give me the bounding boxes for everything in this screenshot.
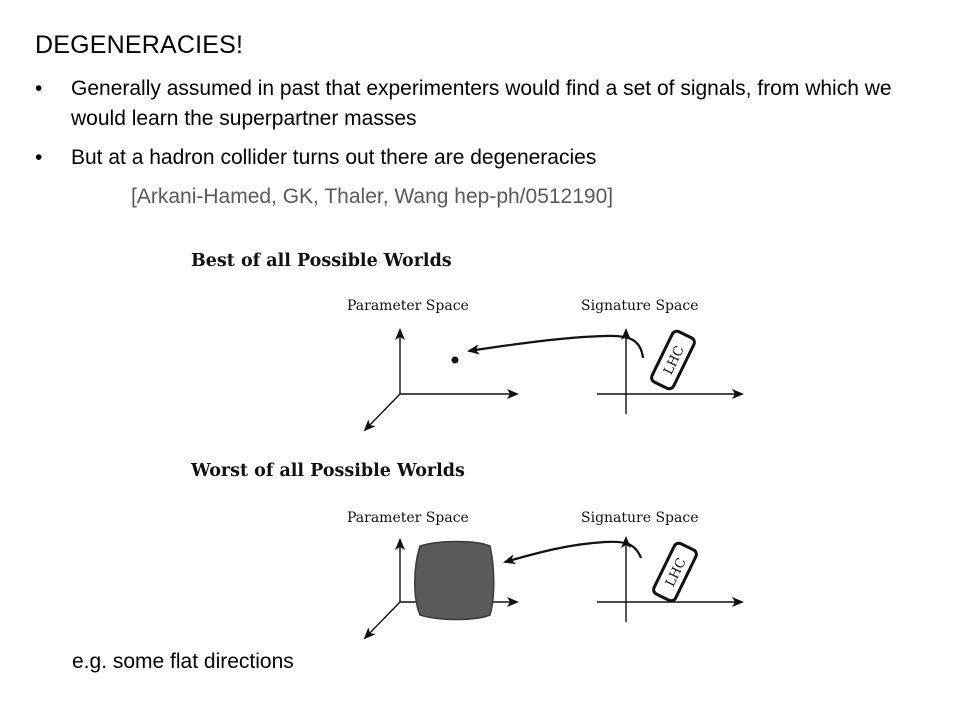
bullet-item: • Generally assumed in past that experim… xyxy=(35,74,935,134)
worst-mapping-arrow xyxy=(503,540,643,565)
best-mapping-arrow xyxy=(467,334,645,359)
best-parameter-axes xyxy=(363,328,519,432)
bullet-text: But at a hadron collider turns out there… xyxy=(71,146,597,169)
bullet-item: • But at a hadron collider turns out the… xyxy=(35,143,935,173)
best-parameter-space-label: Parameter Space xyxy=(347,298,469,314)
parameter-point xyxy=(451,356,459,364)
bullet-text: Generally assumed in past that experimen… xyxy=(71,77,892,130)
worst-signature-space-label: Signature Space xyxy=(581,510,699,526)
slide-title: DEGENERACIES! xyxy=(35,31,244,59)
bullet-marker: • xyxy=(35,146,43,169)
worst-world-heading: Worst of all Possible Worlds xyxy=(190,461,465,481)
parameter-region-blob xyxy=(414,540,495,621)
worst-parameter-space-label: Parameter Space xyxy=(347,510,469,526)
bullet-list: • Generally assumed in past that experim… xyxy=(35,74,935,182)
degeneracy-figure: Best of all Possible Worlds Parameter Sp… xyxy=(185,238,765,650)
citation: [Arkani-Hamed, GK, Thaler, Wang hep-ph/0… xyxy=(131,185,614,208)
best-world-heading: Best of all Possible Worlds xyxy=(191,251,452,271)
best-signature-axes xyxy=(597,328,744,414)
figure-svg: Best of all Possible Worlds Parameter Sp… xyxy=(190,251,744,640)
footnote: e.g. some flat directions xyxy=(72,650,294,673)
best-lhc-box: LHC xyxy=(650,329,696,391)
best-signature-space-label: Signature Space xyxy=(581,298,699,314)
worst-lhc-box: LHC xyxy=(652,541,698,603)
bullet-marker: • xyxy=(35,77,43,100)
